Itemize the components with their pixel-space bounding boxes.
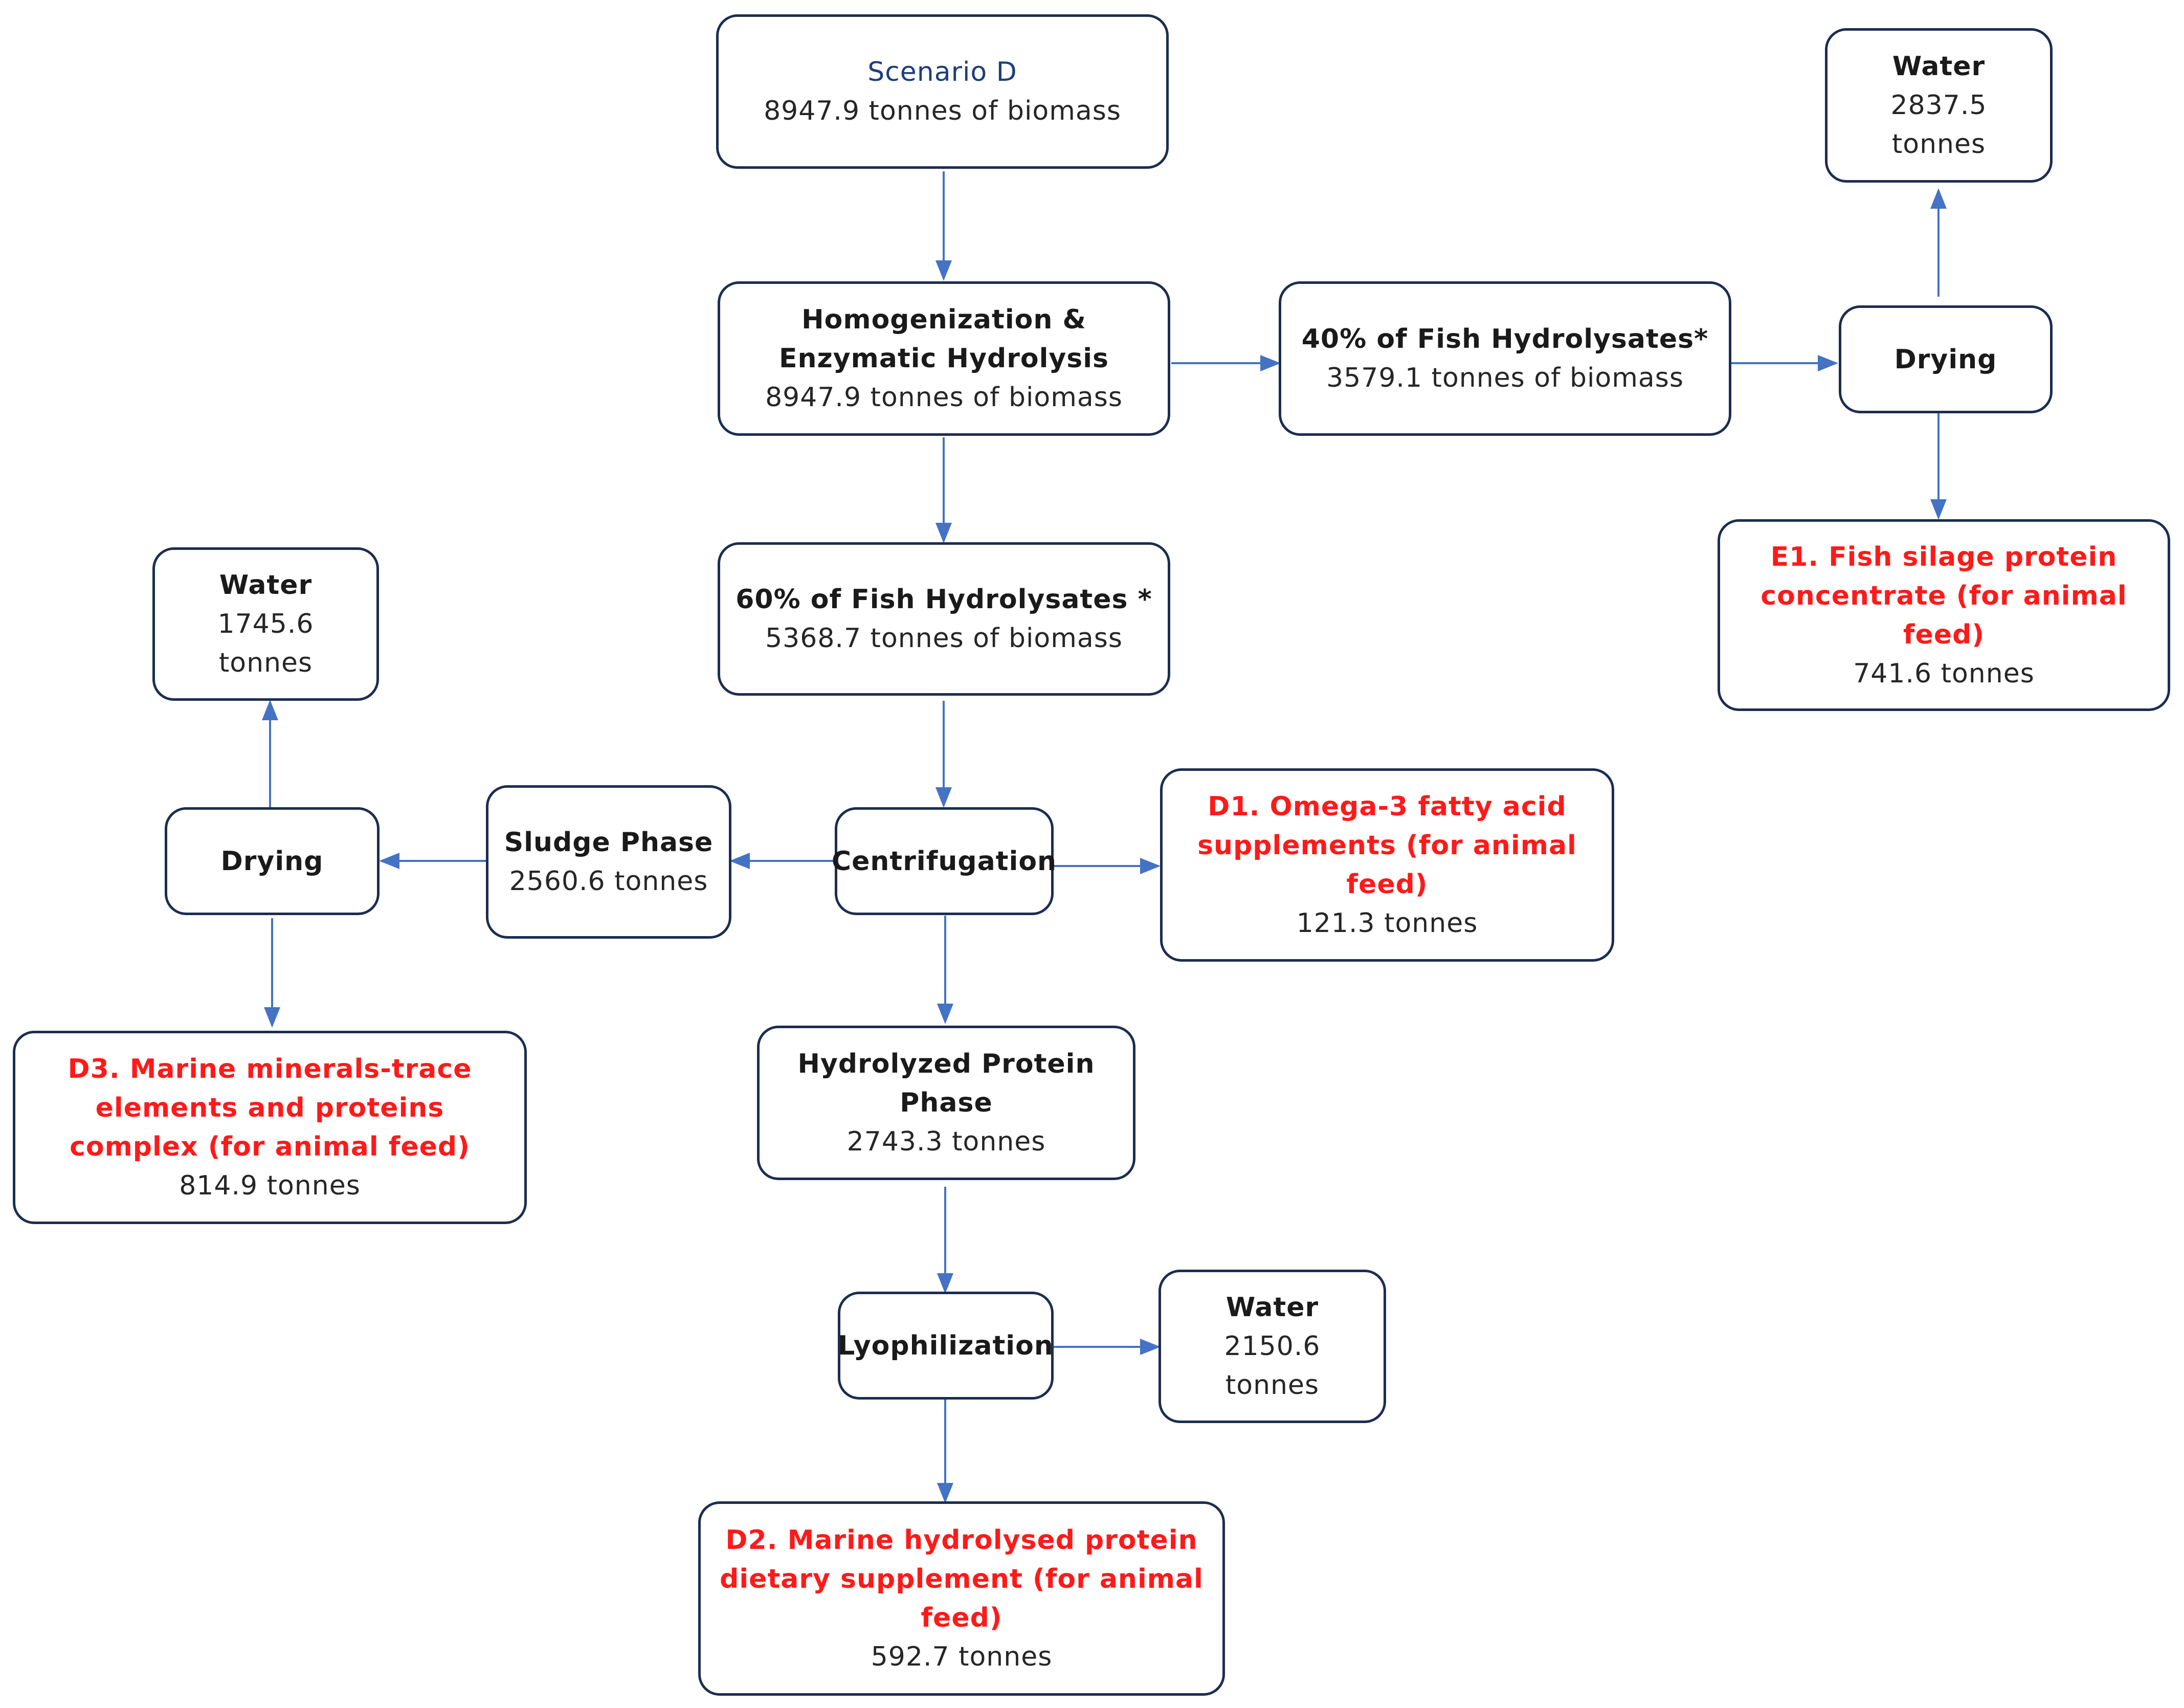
drying-left-node: Drying [165, 807, 380, 915]
e1-product-node: E1. Fish silage protein concentrate (for… [1718, 519, 2170, 711]
d1-amount: 121.3 tonnes [1296, 908, 1478, 939]
d2-amount: 592.7 tonnes [871, 1642, 1053, 1672]
scenario-title: Scenario D [867, 57, 1017, 87]
sludge-amount: 2560.6 tonnes [509, 866, 708, 897]
hydrolysates-60-amount: 5368.7 tonnes of biomass [765, 623, 1123, 654]
sludge-phase-node: Sludge Phase 2560.6 tonnes [486, 785, 731, 939]
water-left-amount: 1745.6 tonnes [217, 609, 314, 678]
water-top-amount: 2837.5 tonnes [1890, 90, 1987, 160]
protein-phase-title: Hydrolyzed Protein Phase [797, 1049, 1095, 1118]
protein-phase-amount: 2743.3 tonnes [846, 1126, 1046, 1157]
centrifugation-title: Centrifugation [831, 846, 1057, 877]
water-left-title: Water [219, 570, 313, 601]
d3-title: D3. Marine minerals-trace elements and p… [68, 1054, 472, 1162]
protein-phase-node: Hydrolyzed Protein Phase 2743.3 tonnes [757, 1026, 1135, 1180]
d3-amount: 814.9 tonnes [179, 1170, 361, 1201]
d1-product-node: D1. Omega-3 fatty acid supplements (for … [1160, 768, 1614, 962]
water-bottom-amount: 2150.6 tonnes [1224, 1331, 1321, 1401]
d2-product-node: D2. Marine hydrolysed protein dietary su… [698, 1501, 1225, 1696]
drying-right-title: Drying [1894, 344, 1997, 375]
water-left-node: Water 1745.6 tonnes [152, 547, 379, 701]
centrifugation-node: Centrifugation [831, 807, 1057, 915]
hydrolysates-40-title: 40% of Fish Hydrolysates* [1301, 324, 1709, 354]
water-bottom-title: Water [1225, 1292, 1319, 1323]
homogenization-node: Homogenization & Enzymatic Hydrolysis 89… [718, 281, 1170, 436]
e1-amount: 741.6 tonnes [1853, 658, 2035, 689]
water-bottom-node: Water 2150.6 tonnes [1158, 1270, 1386, 1423]
lyophilization-node: Lyophilization [838, 1292, 1054, 1400]
d1-title: D1. Omega-3 fatty acid supplements (for … [1197, 791, 1577, 900]
hydrolysates-60-title: 60% of Fish Hydrolysates * [736, 584, 1152, 615]
scenario-node: Scenario D 8947.9 tonnes of biomass [716, 14, 1169, 169]
homogenization-amount: 8947.9 tonnes of biomass [765, 382, 1123, 413]
scenario-amount: 8947.9 tonnes of biomass [764, 96, 1121, 126]
d2-title: D2. Marine hydrolysed protein dietary su… [720, 1525, 1204, 1633]
lyophilization-title: Lyophilization [838, 1330, 1054, 1361]
homogenization-title: Homogenization & Enzymatic Hydrolysis [778, 304, 1109, 374]
hydrolysates-40-amount: 3579.1 tonnes of biomass [1326, 363, 1684, 393]
hydrolysates-40-node: 40% of Fish Hydrolysates* 3579.1 tonnes … [1279, 281, 1731, 436]
e1-title: E1. Fish silage protein concentrate (for… [1760, 541, 2127, 650]
drying-left-title: Drying [220, 846, 324, 877]
sludge-title: Sludge Phase [504, 827, 714, 858]
d3-product-node: D3. Marine minerals-trace elements and p… [13, 1031, 527, 1224]
water-top-title: Water [1892, 51, 1986, 82]
drying-right-node: Drying [1839, 305, 2053, 413]
water-top-node: Water 2837.5 tonnes [1825, 28, 2053, 183]
hydrolysates-60-node: 60% of Fish Hydrolysates * 5368.7 tonnes… [718, 542, 1170, 696]
